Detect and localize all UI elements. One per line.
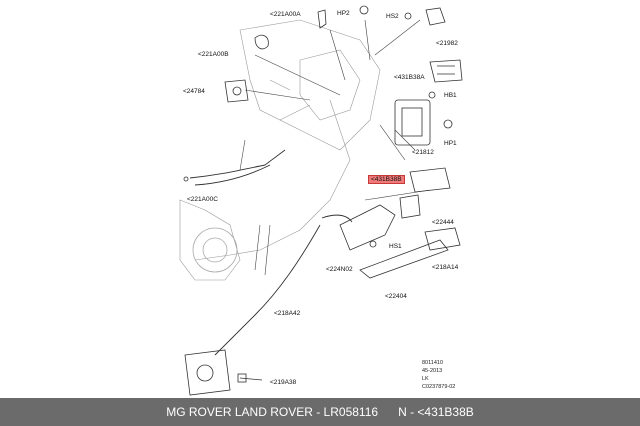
callout-224N02: <224N02 [326,266,353,273]
callout-hp1: HP1 [444,140,457,147]
callout-hb1: HB1 [444,92,457,99]
reference-line-2: 45-2013 [422,368,443,374]
footer-brand: MG ROVER LAND ROVER - LR058116 [166,405,379,419]
footer-part: N - <431B38B [398,405,474,419]
callout-hs1: HS1 [389,243,402,250]
footer-bar: MG ROVER LAND ROVER - LR058116 N - <431B… [0,398,640,426]
release-actuator-219A38 [184,349,263,396]
reference-line-3: LK [422,376,429,382]
callout-hp2: HP2 [337,10,350,17]
callout-218A14: <218A14 [432,264,459,271]
callout-218A42: <218A42 [274,310,301,317]
door-frame [179,19,381,281]
latch-assembly [394,91,453,146]
reference-line-4: C0237879-02 [422,384,456,390]
callout-219A38: <219A38 [270,379,297,386]
cable-end-221A00C [183,176,189,182]
bracket-431B38A [429,59,463,83]
callout-431B38B: <431B38B [368,175,405,184]
callout-431B38A: <431B38A [394,74,425,81]
callout-221A00B: <221A00B [198,51,229,58]
handle-bracket-431B38B [409,167,451,193]
callout-24784: <24784 [183,88,205,95]
callout-hs2: HS2 [386,13,399,20]
regulator-gear [192,227,238,273]
callout-22444: <22444 [432,219,454,226]
callout-21812: <21812 [412,149,434,156]
callout-22404: <22404 [385,293,407,300]
reference-line-1: 8011410 [422,360,444,366]
handle-assembly [339,194,461,279]
callout-21982: <21982 [436,40,458,47]
leader-lines [239,19,431,276]
small-parts-top [254,5,446,50]
callout-221A00C: <221A00C [187,196,218,203]
callout-221A00A: <221A00A [270,11,301,18]
actuator-24784 [224,79,249,103]
cables [189,149,353,356]
